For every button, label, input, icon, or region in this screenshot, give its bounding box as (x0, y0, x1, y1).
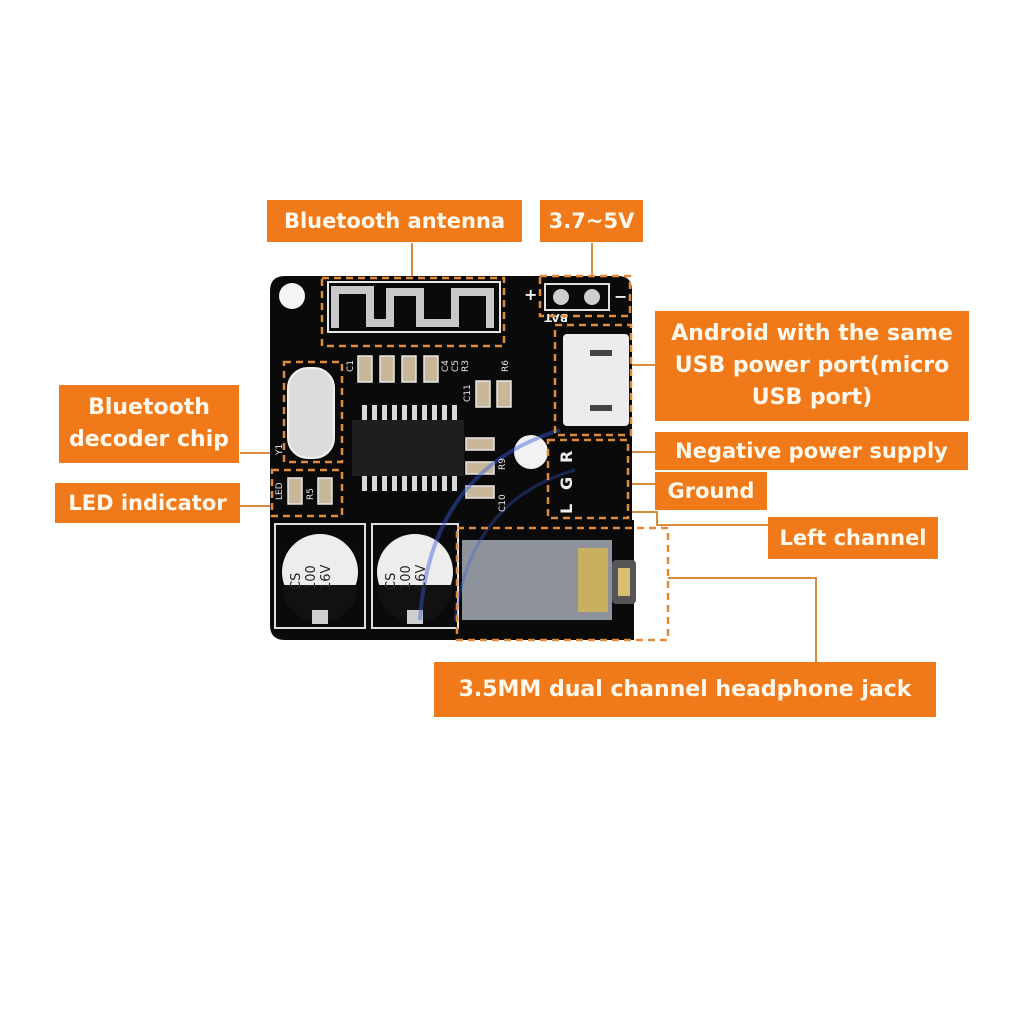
svg-text:R6: R6 (501, 360, 511, 372)
reference-designators: C1 C4 C5 R3 R6 C11 Y1 LED R5 C10 R9 (275, 360, 511, 512)
outline-antenna (320, 276, 506, 348)
label-text: LED indicator (68, 490, 227, 515)
outline-jack (455, 526, 670, 642)
svg-text:C1: C1 (346, 360, 356, 372)
label-voltage: 3.7~5V (540, 200, 643, 242)
button (514, 435, 548, 469)
label-text: Left channel (779, 525, 927, 550)
label-text: Android with the same (671, 321, 953, 346)
label-text: USB port) (751, 385, 873, 410)
pin-g: G (557, 477, 576, 490)
capacitor-markings: CS 100 16V CS 100 16V (289, 564, 429, 590)
capacitor-1 (274, 523, 366, 629)
label-text: USB power port(micro (674, 353, 950, 378)
label-text: Bluetooth (88, 395, 210, 420)
label-negative-power: Negative power supply (655, 432, 968, 470)
label-led-indicator: LED indicator (55, 483, 240, 523)
svg-text:R5: R5 (306, 488, 316, 500)
label-text: decoder chip (69, 427, 229, 452)
svg-text:LED: LED (275, 482, 285, 500)
outline-audio-pins (546, 438, 630, 520)
svg-text:R9: R9 (498, 458, 508, 470)
svg-text:16V: 16V (319, 564, 334, 590)
label-left-channel: Left channel (768, 517, 938, 559)
bat-pad-plus (553, 289, 569, 305)
label-bluetooth-antenna: Bluetooth antenna (267, 200, 522, 242)
pcb-board (270, 276, 636, 640)
svg-text:R3: R3 (461, 360, 471, 372)
label-headphone-jack: 3.5MM dual channel headphone jack (434, 662, 936, 717)
capacitor-2 (371, 523, 459, 629)
svg-text:C10: C10 (498, 494, 508, 512)
label-text: Ground (667, 478, 755, 503)
micro-usb-port (563, 334, 629, 426)
minus-mark: − (614, 287, 627, 306)
label-text: 3.5MM dual channel headphone jack (458, 677, 912, 702)
outline-voltage (538, 274, 632, 318)
svg-text:C4: C4 (441, 360, 451, 372)
crystal-oscillator (287, 367, 335, 459)
label-text: Negative power supply (675, 438, 948, 463)
outline-led (270, 468, 344, 518)
bat-pad-minus (584, 289, 600, 305)
svg-text:100: 100 (304, 565, 319, 590)
svg-text:CS: CS (289, 573, 304, 590)
bat-mark: BAT (544, 311, 568, 324)
svg-text:CS: CS (384, 573, 399, 590)
leader-jack (668, 577, 817, 662)
svg-text:16V: 16V (414, 564, 429, 590)
silkscreen: + − BAT R G L (524, 285, 627, 514)
pin-l: L (557, 504, 576, 514)
svg-text:100: 100 (399, 565, 414, 590)
svg-text:C11: C11 (463, 384, 473, 402)
antenna-trace (331, 286, 494, 328)
label-usb-port: Android with the same USB power port(mic… (655, 311, 969, 421)
plus-mark: + (524, 285, 537, 304)
callout-outlines (270, 274, 670, 642)
svg-text:C5: C5 (451, 360, 461, 372)
label-decoder-chip: Bluetooth decoder chip (59, 385, 239, 463)
outline-usb (553, 323, 633, 437)
outline-crystal (282, 360, 344, 464)
decoder-chip (352, 420, 464, 476)
svg-text:Y1: Y1 (275, 444, 285, 456)
label-ground: Ground (655, 472, 767, 510)
mounting-hole (279, 283, 305, 309)
label-text: 3.7~5V (548, 208, 635, 233)
pin-r: R (557, 451, 576, 463)
label-text: Bluetooth antenna (283, 208, 506, 233)
